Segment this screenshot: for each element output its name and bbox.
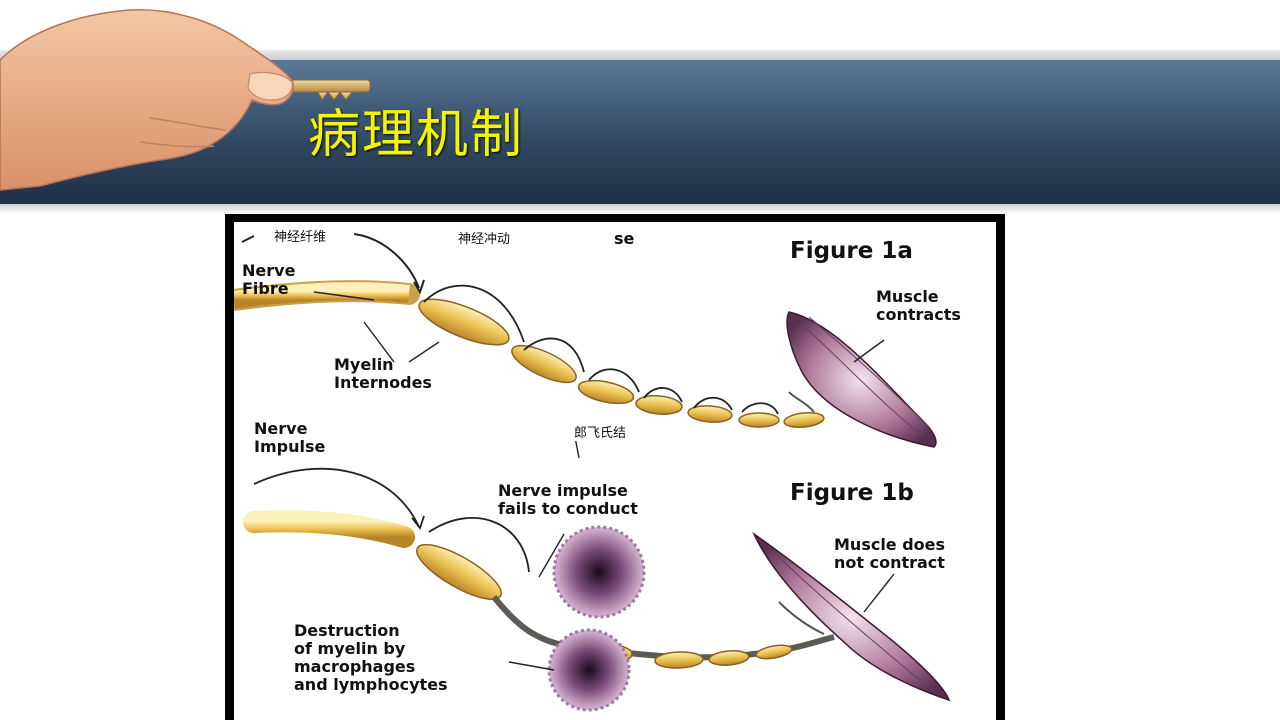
label-muscle-not-contract: Muscle does not contract [834, 535, 946, 572]
label-cn-nerve-impulse: 神经冲动 [456, 228, 513, 247]
label-cn-node-of-ranvier: 郎飞氏结 [572, 422, 629, 441]
nerve-conduction-diagram: Figure 1a Figure 1b Nerve Fibre Myelin I… [234, 222, 996, 720]
label-muscle-contracts: Muscle contracts [876, 287, 961, 324]
banner-bottom-edge [0, 204, 1280, 214]
label-nerve-impulse: Nerve Impulse [254, 419, 326, 456]
macrophage-lower [547, 628, 631, 712]
label-nerve-fibre: Nerve Fibre [242, 261, 296, 298]
nerve-fibre-1a [234, 233, 825, 429]
muscle-1b [752, 531, 951, 702]
slide-title: 病理机制 [308, 105, 525, 165]
label-myelin-internodes: Myelin Internodes [334, 355, 432, 392]
label-fragment: se [614, 229, 635, 248]
muscle-1a [786, 311, 937, 448]
label-myelin-destruction: Destruction of myelin by macrophages and… [294, 621, 448, 694]
figure-frame: Figure 1a Figure 1b Nerve Fibre Myelin I… [225, 214, 1005, 720]
banner-shadow [0, 50, 1280, 62]
figure-1b-title: Figure 1b [790, 480, 914, 506]
macrophage-upper [552, 525, 646, 619]
hand-holding-key-icon [0, 9, 371, 191]
label-cn-nerve-fiber: 神经纤维 [272, 226, 329, 245]
figure-1a-title: Figure 1a [790, 238, 913, 264]
label-impulse-fails: Nerve impulse fails to conduct [498, 481, 638, 518]
